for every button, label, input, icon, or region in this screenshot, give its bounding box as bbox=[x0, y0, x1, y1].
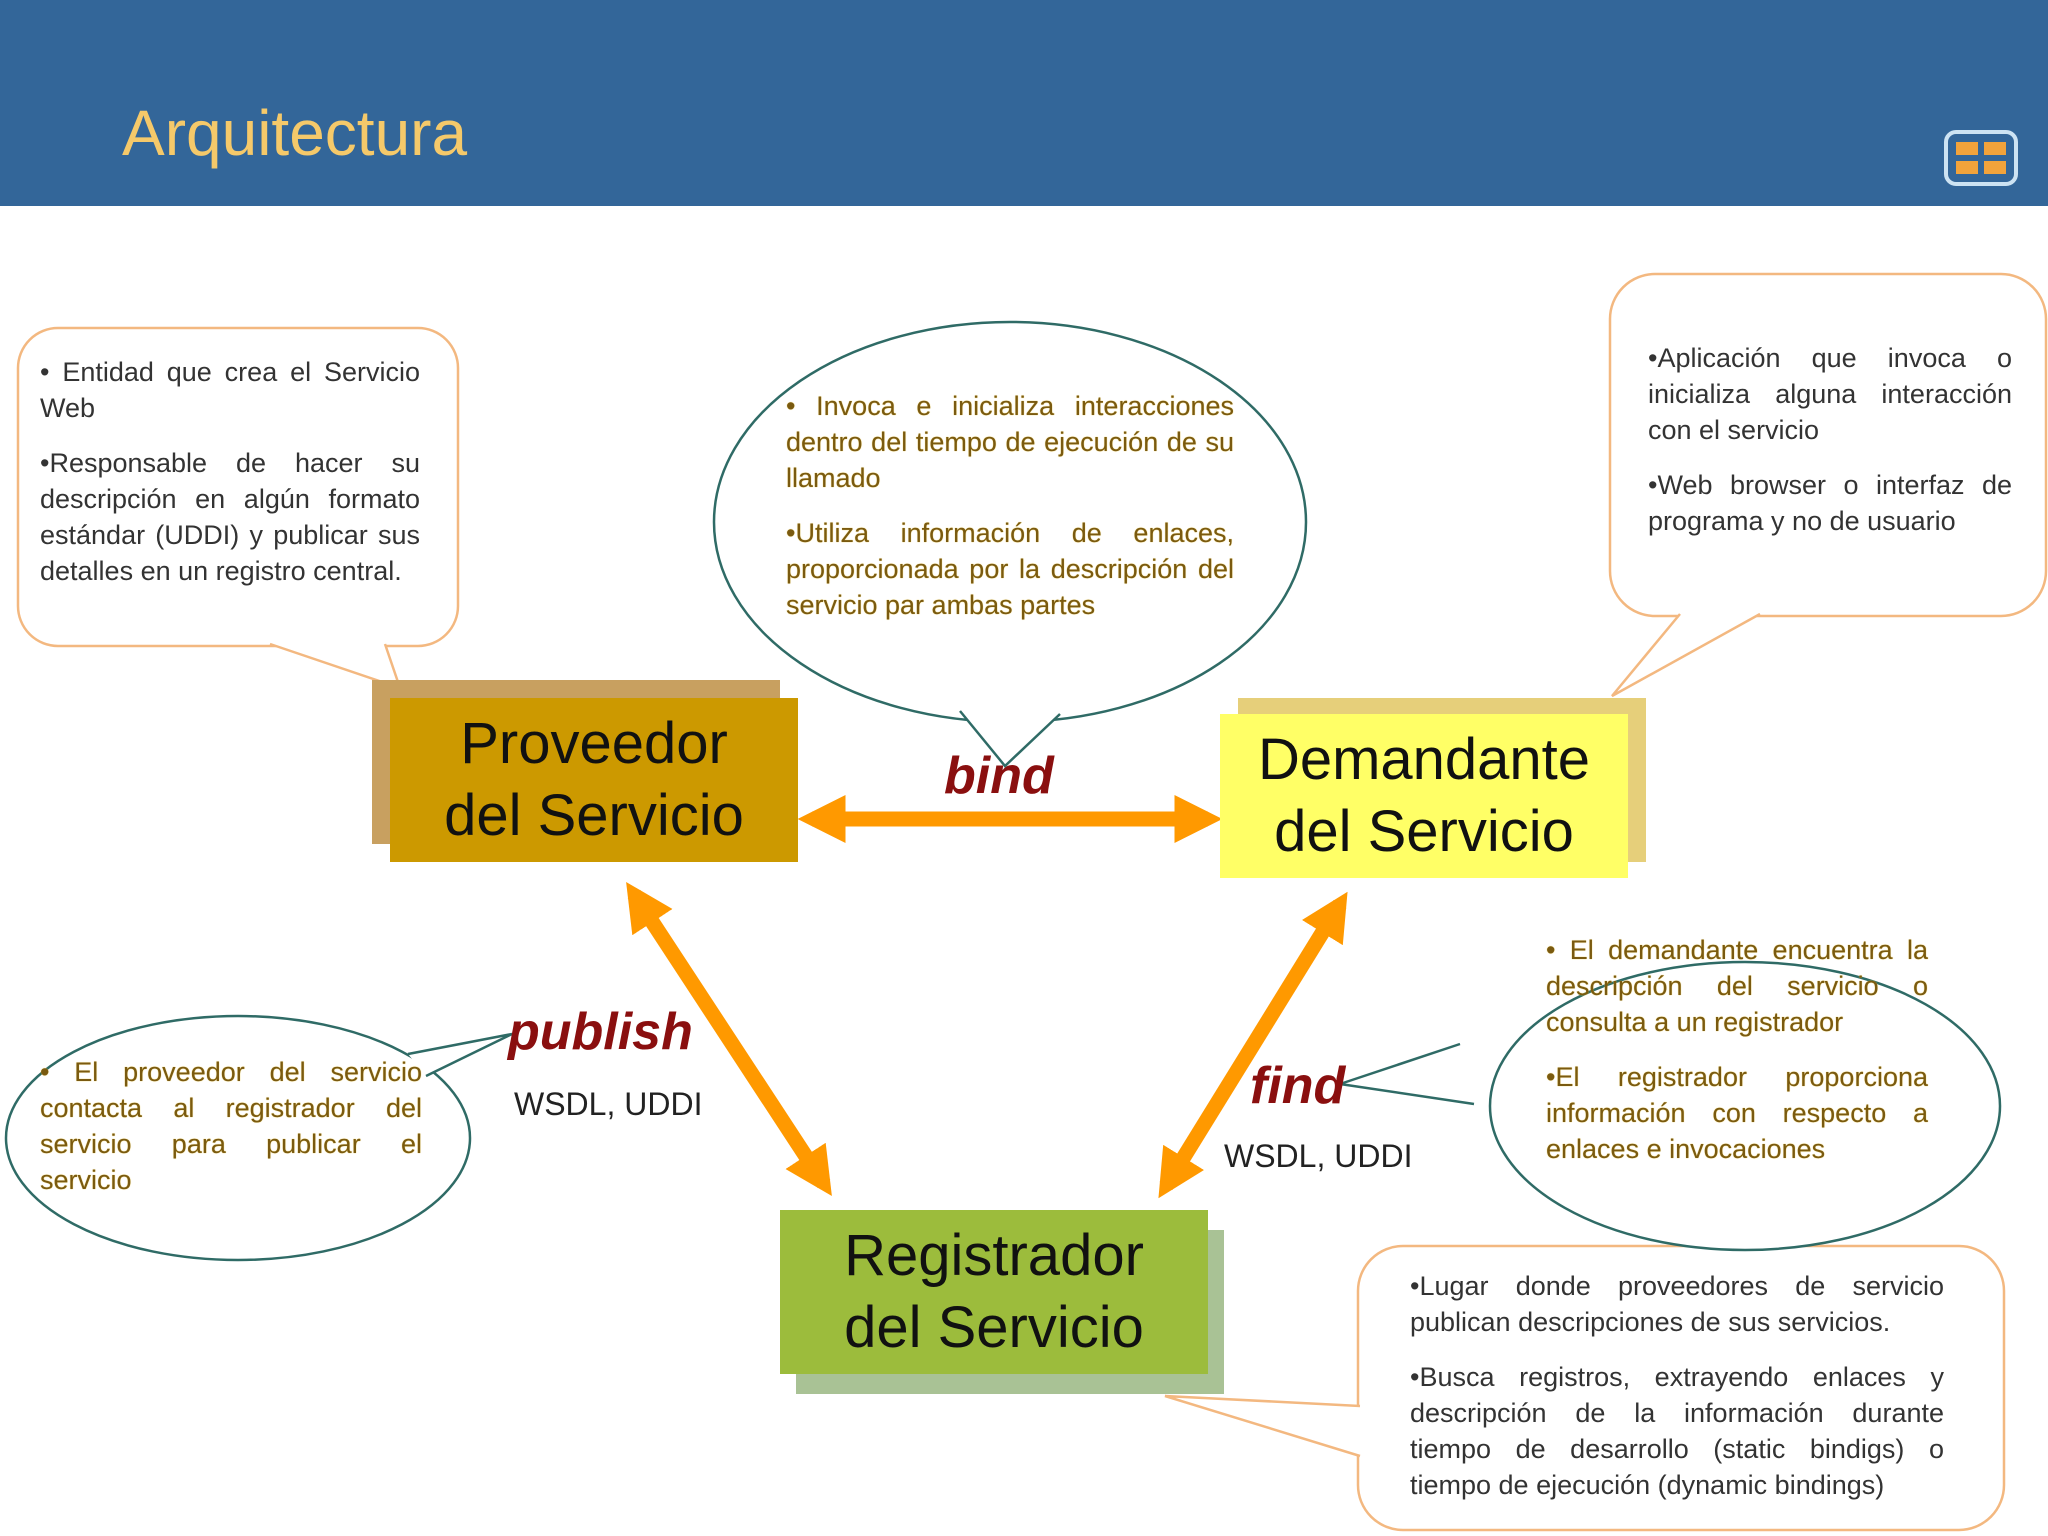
publish-callout-item: • El proveedor del servicio contacta al … bbox=[40, 1057, 422, 1195]
requester-label-line2: del Servicio bbox=[1274, 799, 1574, 864]
provider-label-line1: Proveedor bbox=[460, 711, 728, 776]
find-callout-tail bbox=[1339, 1042, 1475, 1106]
service-provider-node: Proveedor del Servicio bbox=[390, 698, 798, 862]
registry-callout-item: •Busca registros, extrayendo enlaces y d… bbox=[1410, 1362, 1944, 1500]
service-registry-node: Registrador del Servicio bbox=[780, 1210, 1208, 1374]
provider-callout-item: • Entidad que crea el Servicio Web bbox=[40, 357, 420, 423]
grid-icon bbox=[1948, 134, 2014, 182]
bind-callout-item: • Invoca e inicializa interacciones dent… bbox=[786, 391, 1234, 493]
bind-label: bind bbox=[944, 747, 1054, 805]
grid-view-button[interactable] bbox=[1944, 130, 2018, 186]
provider-callout-text: • Entidad que crea el Servicio Web •Resp… bbox=[40, 354, 420, 608]
publish-arrow bbox=[626, 881, 832, 1197]
bind-callout-tail bbox=[959, 710, 1061, 768]
publish-callout-text: • El proveedor del servicio contacta al … bbox=[40, 1054, 422, 1217]
find-callout-shape bbox=[1488, 960, 2002, 1252]
registry-label-line1: Registrador bbox=[844, 1223, 1144, 1288]
bind-callout-text: • Invoca e inicializa interacciones dent… bbox=[786, 388, 1234, 642]
provider-callout-item: •Responsable de hacer su descripción en … bbox=[40, 448, 420, 586]
publish-protocols-label: WSDL, UDDI bbox=[514, 1086, 703, 1122]
registry-callout-item: •Lugar donde proveedores de servicio pub… bbox=[1410, 1271, 1944, 1337]
bind-callout-item: •Utiliza información de enlaces, proporc… bbox=[786, 518, 1234, 620]
page-title: Arquitectura bbox=[122, 97, 468, 169]
requester-callout-shape bbox=[1608, 272, 2048, 618]
find-callout-item: •El registrador proporciona información … bbox=[1546, 1062, 1928, 1164]
find-label: find bbox=[1250, 1057, 1346, 1115]
requester-callout-text: •Aplicación que invoca o inicializa algu… bbox=[1648, 340, 2012, 558]
requester-callout-tail bbox=[1611, 612, 1761, 698]
provider-callout-shape bbox=[16, 326, 460, 648]
requester-label-line1: Demandante bbox=[1257, 727, 1591, 792]
find-callout-item: • El demandante encuentra la descripción… bbox=[1546, 935, 1928, 1037]
requester-callout-item: •Aplicación que invoca o inicializa algu… bbox=[1648, 343, 2012, 445]
registry-callout-tail bbox=[1164, 1394, 1361, 1458]
registry-callout-text: •Lugar donde proveedores de servicio pub… bbox=[1410, 1268, 1944, 1522]
diagram-connectors bbox=[4, 272, 2048, 1532]
find-callout-text: • El demandante encuentra la descripción… bbox=[1546, 932, 1928, 1186]
registry-label-line2: del Servicio bbox=[844, 1295, 1144, 1360]
find-arrow bbox=[1158, 891, 1348, 1199]
architecture-diagram: Proveedor del Servicio Demandante del Se… bbox=[0, 206, 2048, 1536]
title-bar: Arquitectura bbox=[0, 0, 2048, 206]
publish-callout-tail bbox=[407, 1032, 513, 1078]
find-protocols-label: WSDL, UDDI bbox=[1224, 1138, 1413, 1174]
provider-label-line2: del Servicio bbox=[444, 783, 744, 848]
service-requester-node: Demandante del Servicio bbox=[1220, 714, 1628, 878]
publish-callout-shape bbox=[4, 1014, 472, 1262]
requester-callout-item: •Web browser o interfaz de programa y no… bbox=[1648, 470, 2012, 536]
publish-label: publish bbox=[508, 1003, 693, 1061]
